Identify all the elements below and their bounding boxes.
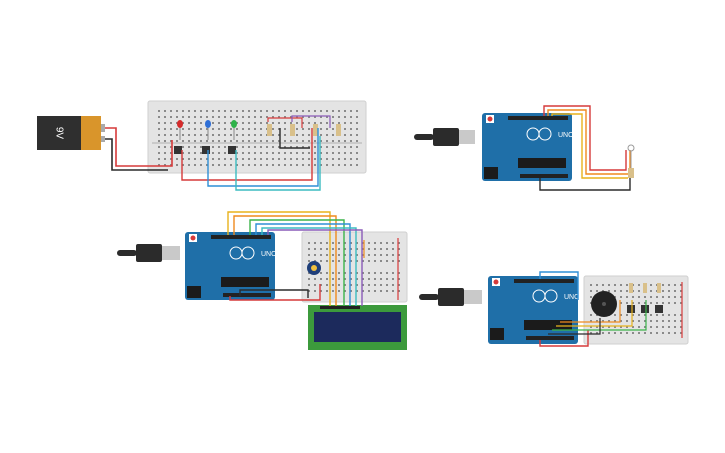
battery-wire-black[interactable] — [105, 138, 168, 171]
wire-yellow-4[interactable] — [556, 300, 633, 327]
arduino-uno-4[interactable]: UNO — [488, 276, 580, 344]
arduino-uno-2[interactable]: UNO — [482, 113, 574, 181]
wire-teal-3[interactable] — [261, 227, 357, 306]
wire-red-2[interactable] — [543, 105, 627, 171]
circuit-arduino-lcd[interactable]: UNO — [117, 211, 408, 350]
pushbutton-4c[interactable] — [655, 305, 663, 313]
usb-plug-4[interactable] — [419, 288, 482, 306]
usb-plug-3[interactable] — [117, 244, 180, 262]
sensor-component[interactable] — [627, 144, 635, 178]
wire-blue-4[interactable] — [539, 271, 579, 300]
potentiometer[interactable] — [307, 261, 321, 275]
wire-orange-4[interactable] — [560, 300, 621, 323]
pushbutton-1[interactable] — [174, 146, 182, 154]
arduino-uno-3[interactable]: UNO — [185, 232, 277, 300]
led-blue[interactable] — [205, 120, 211, 140]
wire-blue-loop[interactable] — [207, 128, 319, 187]
circuit-arduino-buzzer[interactable]: UNO — [419, 271, 689, 347]
wire-black-2[interactable] — [539, 178, 631, 191]
wire-black-short[interactable] — [279, 128, 310, 149]
usb-plug-2[interactable] — [414, 128, 475, 146]
pushbutton-4b[interactable] — [641, 305, 649, 313]
pushbutton-3[interactable] — [228, 146, 236, 154]
circuit-led-battery[interactable]: 9V — [37, 100, 367, 191]
battery-9v[interactable]: 9V — [37, 116, 105, 150]
battery-wire-red[interactable] — [105, 127, 173, 167]
led-red[interactable] — [177, 120, 183, 140]
wire-teal-loop[interactable] — [235, 136, 321, 191]
wire-red-loop[interactable] — [181, 128, 313, 181]
wire-red-top[interactable] — [267, 117, 303, 128]
wire-yellow-3[interactable] — [227, 211, 331, 306]
wire-red-4[interactable] — [539, 330, 589, 347]
wire-black-4[interactable] — [548, 318, 601, 335]
breadboard-3[interactable] — [301, 231, 408, 303]
arduino-label-4: UNO — [564, 294, 580, 301]
wire-purple-top[interactable] — [291, 115, 331, 128]
wire-red-3[interactable] — [229, 284, 321, 301]
wire-yellow-2[interactable] — [551, 113, 628, 179]
wire-green-3[interactable] — [249, 219, 345, 306]
wire-black-3[interactable] — [239, 289, 309, 298]
breadboard-1[interactable] — [147, 100, 367, 174]
wire-purple-3[interactable] — [267, 229, 363, 306]
piezo-buzzer[interactable] — [591, 291, 617, 317]
lcd-display[interactable] — [308, 305, 407, 350]
circuit-arduino-sensor[interactable]: UNO — [414, 105, 635, 191]
led-green[interactable] — [231, 120, 237, 140]
resistor-group[interactable] — [267, 124, 341, 136]
pushbutton-4a[interactable] — [627, 305, 635, 313]
resistor-group-4[interactable] — [629, 283, 661, 293]
wire-blue-3[interactable] — [255, 223, 351, 306]
battery-label: 9V — [53, 127, 64, 140]
arduino-label-3: UNO — [261, 251, 277, 258]
wire-green-4[interactable] — [552, 300, 647, 331]
arduino-label-2: UNO — [558, 132, 574, 139]
pushbutton-2[interactable] — [202, 146, 210, 154]
wire-orange-3[interactable] — [233, 215, 337, 306]
